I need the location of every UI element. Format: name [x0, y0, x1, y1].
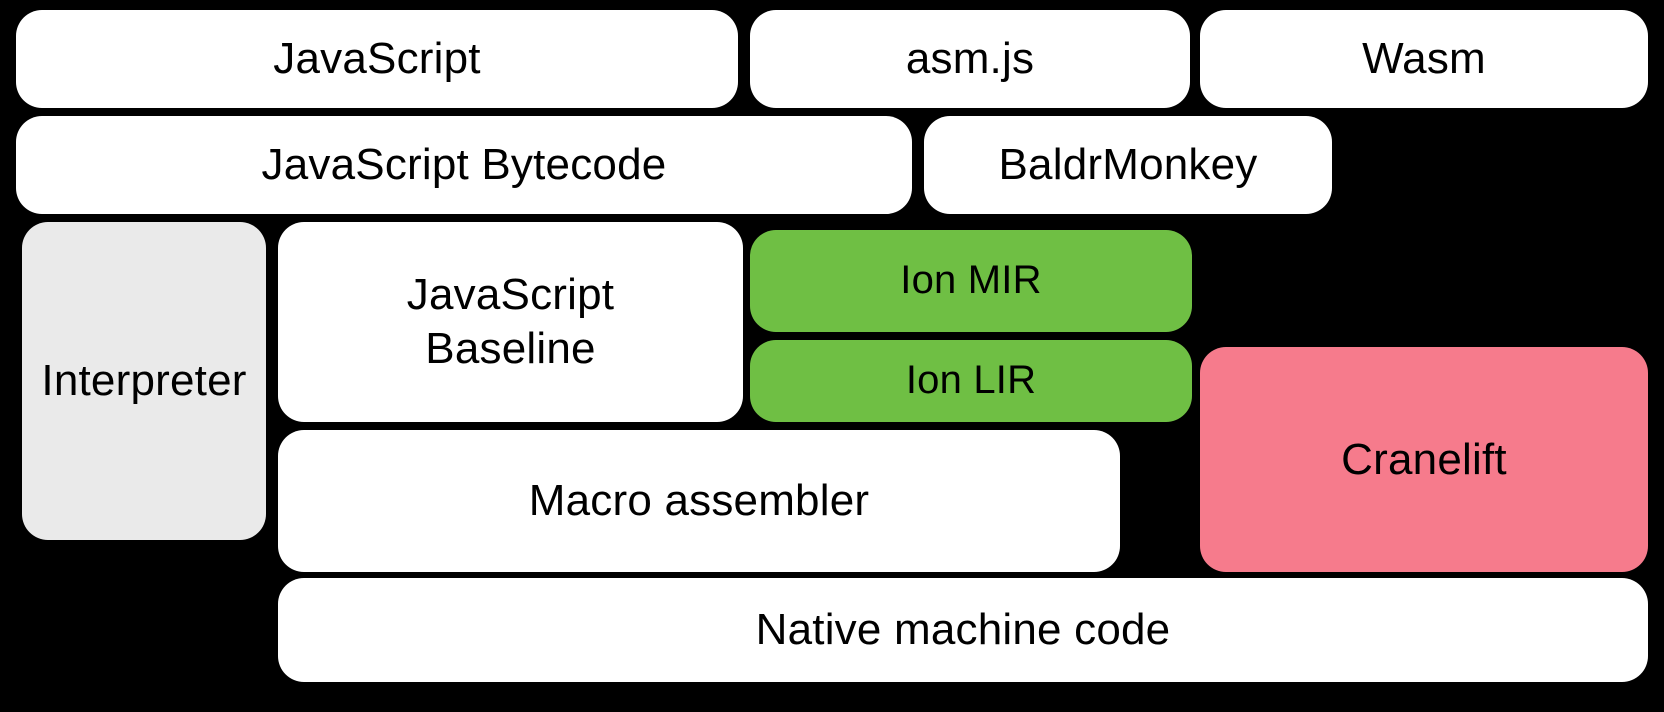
node-cranelift: Cranelift [1200, 347, 1648, 572]
node-javascript-bytecode: JavaScript Bytecode [16, 116, 912, 214]
node-asmjs: asm.js [750, 10, 1190, 108]
node-javascript-baseline: JavaScript Baseline [278, 222, 743, 422]
node-baldrmonkey: BaldrMonkey [924, 116, 1332, 214]
node-native-machine-code: Native machine code [278, 578, 1648, 682]
node-ion-lir: Ion LIR [750, 340, 1192, 422]
node-wasm: Wasm [1200, 10, 1648, 108]
node-ion-mir: Ion MIR [750, 230, 1192, 332]
node-interpreter: Interpreter [22, 222, 266, 540]
node-javascript: JavaScript [16, 10, 738, 108]
node-macro-assembler: Macro assembler [278, 430, 1120, 572]
